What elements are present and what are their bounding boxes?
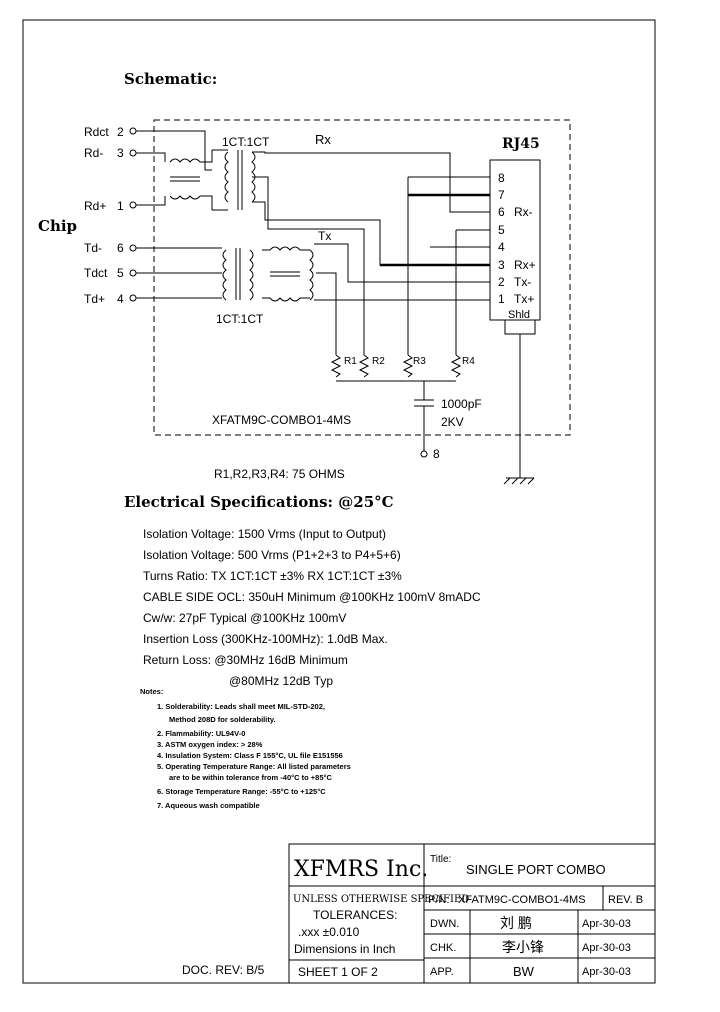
part-number: XFATM9C-COMBO1-4MS bbox=[458, 894, 586, 906]
component-outline bbox=[153, 119, 571, 436]
rj45-pin-6-label: Rx- bbox=[514, 205, 533, 219]
spec-line: Turns Ratio: TX 1CT:1CT ±3% RX 1CT:1CT ±… bbox=[143, 569, 402, 583]
schematic-heading: Schematic: bbox=[124, 70, 217, 88]
note-line: 7. Aqueous wash compatible bbox=[157, 801, 260, 810]
note-line: 4. Insulation System: Class F 155°C, UL … bbox=[157, 751, 343, 760]
rj45-pin-2-label: Tx- bbox=[514, 275, 531, 289]
tolerance-value: .xxx ±0.010 bbox=[298, 925, 360, 939]
spec-line: CABLE SIDE OCL: 350uH Minimum @100KHz 10… bbox=[143, 590, 481, 604]
r1-label: R1 bbox=[344, 356, 357, 367]
note-line: 5. Operating Temperature Range: All list… bbox=[157, 762, 351, 771]
note-line: 3. ASTM oxygen index: > 28% bbox=[157, 740, 263, 749]
app-label: APP. bbox=[430, 966, 454, 978]
rj45-pin-4: 4 bbox=[498, 240, 505, 254]
cap-value: 1000pF bbox=[441, 397, 482, 411]
chk-date: Apr-30-03 bbox=[582, 942, 631, 954]
rj45-shield-tab bbox=[504, 319, 536, 335]
rx-transformer: 1CT:1CT Rx bbox=[136, 130, 490, 355]
r2-label: R2 bbox=[372, 356, 385, 367]
rj45-pin-5: 5 bbox=[498, 223, 505, 237]
rj45-pin-8: 8 bbox=[498, 171, 505, 185]
spec-line: Return Loss: @30MHz 16dB Minimum bbox=[143, 653, 348, 667]
rj45-shield-label: Shld bbox=[508, 309, 530, 321]
note-line: 6. Storage Temperature Range: -55°C to +… bbox=[157, 787, 326, 796]
dimensions-note: Dimensions in Inch bbox=[294, 942, 395, 956]
revision: REV. B bbox=[608, 894, 643, 906]
dwn-label: DWN. bbox=[430, 918, 459, 930]
termination-network: R1 R2 R3 R4 1000pF 2KV 8 bbox=[330, 176, 490, 461]
cap-voltage: 2KV bbox=[441, 415, 464, 429]
note-line: 2. Flammability: UL94V-0 bbox=[157, 729, 245, 738]
resistor-note: R1,R2,R3,R4: 75 OHMS bbox=[214, 467, 345, 481]
r4-label: R4 bbox=[462, 356, 475, 367]
rj45-pin-3-label: Rx+ bbox=[514, 258, 536, 272]
rj45-pin-7: 7 bbox=[498, 188, 505, 202]
tolerances-label: TOLERANCES: bbox=[313, 908, 397, 922]
spec-line: Insertion Loss (300KHz-100MHz): 1.0dB Ma… bbox=[143, 632, 388, 646]
sheet-number: SHEET 1 OF 2 bbox=[298, 965, 378, 979]
note-line: Method 208D for solderability. bbox=[169, 715, 276, 724]
chip-label: Chip bbox=[38, 217, 77, 235]
part-box-label: XFATM9C-COMBO1-4MS bbox=[212, 413, 351, 427]
rj45-pin-1-label: Tx+ bbox=[514, 292, 534, 306]
rj45-label: RJ45 bbox=[502, 136, 540, 152]
rj45-pin-1: 1 bbox=[498, 292, 505, 306]
title-block: XFMRS Inc. Title: SINGLE PORT COMBO UNLE… bbox=[288, 843, 656, 984]
tx-transformer: 1CT:1CT Tx bbox=[136, 229, 490, 355]
title-label: Title: bbox=[430, 854, 451, 865]
rx-transformer-ratio: 1CT:1CT bbox=[222, 135, 270, 149]
chip-pin-tdct-num: 5 bbox=[117, 266, 124, 280]
app-name: BW bbox=[513, 964, 535, 979]
rx-label: Rx bbox=[315, 132, 331, 147]
chip-pin-td-plus-label: Td+ bbox=[84, 292, 105, 306]
app-date: Apr-30-03 bbox=[582, 966, 631, 978]
unless-specified: UNLESS OTHERWISE SPECIFIED bbox=[293, 894, 469, 905]
company-name: XFMRS Inc. bbox=[294, 857, 428, 882]
rj45-pin-3: 3 bbox=[498, 258, 505, 272]
chip-pin-rd-plus-label: Rd+ bbox=[84, 199, 106, 213]
tx-transformer-ratio: 1CT:1CT bbox=[216, 312, 264, 326]
rj45-connector: RJ45 8 7 6 Rx- 5 4 3 Rx+ 2 Tx- 1 Tx+ Shl… bbox=[489, 136, 541, 485]
notes-list: Notes: 1. Solderability: Leads shall mee… bbox=[140, 687, 351, 810]
notes-heading: Notes: bbox=[140, 687, 163, 696]
chk-label: CHK. bbox=[430, 942, 456, 954]
electrical-heading: Electrical Specifications: @25°C bbox=[124, 493, 394, 511]
chip-pin-terminals bbox=[129, 127, 137, 302]
chk-name: 李小锋 bbox=[502, 939, 544, 955]
spec-line: Isolation Voltage: 1500 Vrms (Input to O… bbox=[143, 527, 386, 541]
spec-line: Cw/w: 27pF Typical @100KHz 100mV bbox=[143, 611, 346, 625]
chip-pin-td-minus-num: 6 bbox=[117, 241, 124, 255]
pn-label: P/N: bbox=[428, 894, 449, 906]
chip-pins: Rdct 2 Rd- 3 Rd+ 1 Td- 6 Tdct 5 Td+ 4 bbox=[84, 125, 124, 306]
r3-label: R3 bbox=[413, 356, 426, 367]
chip-pin-rd-plus-num: 1 bbox=[117, 199, 124, 213]
spec-list: Isolation Voltage: 1500 Vrms (Input to O… bbox=[143, 527, 481, 688]
chip-pin-rd-minus-num: 3 bbox=[117, 146, 124, 160]
chip-pin-td-plus-num: 4 bbox=[117, 292, 124, 306]
chip-pin-rdct-num: 2 bbox=[117, 125, 124, 139]
dwn-date: Apr-30-03 bbox=[582, 918, 631, 930]
rj45-pin-6: 6 bbox=[498, 205, 505, 219]
chip-pin-td-minus-label: Td- bbox=[84, 241, 102, 255]
chip-pin-rdct-label: Rdct bbox=[84, 125, 109, 139]
spec-line: Isolation Voltage: 500 Vrms (P1+2+3 to P… bbox=[143, 548, 401, 562]
spec-line: @80MHz 12dB Typ bbox=[229, 674, 333, 688]
doc-revision: DOC. REV: B/5 bbox=[182, 963, 265, 977]
chip-pin-rd-minus-label: Rd- bbox=[84, 146, 103, 160]
ground-pin-label: 8 bbox=[433, 447, 440, 461]
rj45-pin-2: 2 bbox=[498, 275, 505, 289]
drawing-title: SINGLE PORT COMBO bbox=[466, 862, 606, 877]
note-line: 1. Solderability: Leads shall meet MIL-S… bbox=[157, 702, 325, 711]
chip-pin-tdct-label: Tdct bbox=[84, 266, 108, 280]
tx-label: Tx bbox=[318, 229, 331, 243]
note-line: are to be within tolerance from -40°C to… bbox=[169, 773, 332, 782]
dwn-name: 刘 鹏 bbox=[500, 915, 532, 931]
